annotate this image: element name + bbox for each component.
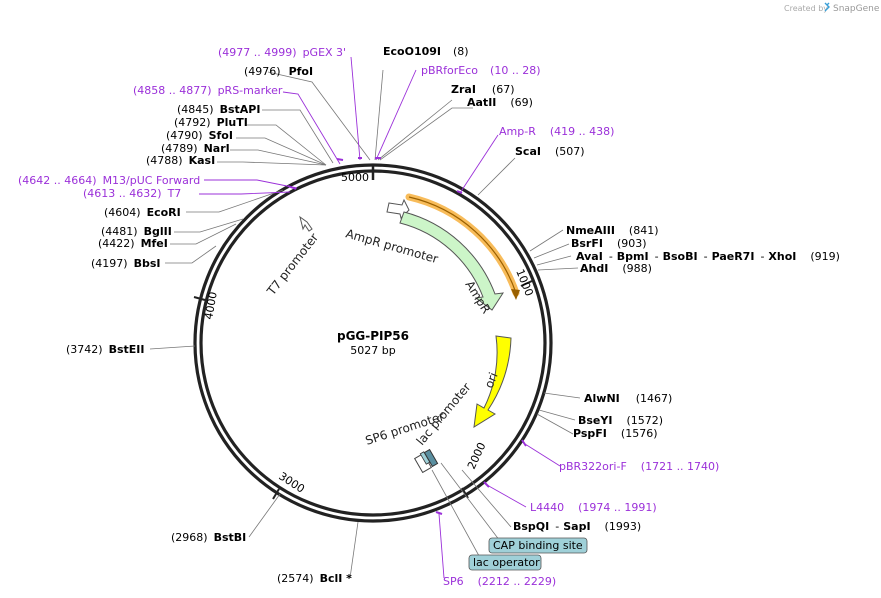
enzyme-bbsi: (4197)BbsI [91,257,160,270]
primer-pgex3: (4977 .. 4999)pGEX 3' [218,46,346,59]
t7-promoter-label: T7 promoter [264,230,322,298]
enzyme-pspfi: PspFI(1576) [573,427,657,440]
tick-label-2000: 2000 [465,440,489,471]
lac-feature-cluster [413,448,439,474]
enzyme-kasi: (4788)KasI [146,154,215,167]
primer-pbr322ori: pBR322ori-F(1721 .. 1740) [559,460,719,473]
enzyme-aatii: AatII(69) [467,96,533,109]
enzyme-bseyi: BseYI(1572) [578,414,663,427]
primer-ampr: Amp-R(419 .. 438) [499,125,614,138]
ori-label: ori [482,370,501,390]
enzyme-ava-group: AvaI-BpmI-BsoBI-PaeR7I-XhoI(919) [576,250,840,263]
tick-label-5000: 5000 [341,171,369,184]
plasmid-name: pGG-PIP56 [337,329,409,343]
created-by-text: Created by [784,4,828,13]
enzyme-bglii: (4481)BglII [101,225,172,238]
snapgene-logo-icon [824,2,830,12]
enzyme-bspqi-sapi: BspQI-SapI(1993) [513,520,641,533]
primer-pbrforeco: pBRforEco(10 .. 28) [421,64,541,77]
primer-leader-lines [199,56,561,579]
enzyme-bcli: (2574)BclI * [277,572,352,585]
enzyme-ecoo109i: EcoO109I(8) [383,45,469,58]
tick-label-4000: 4000 [202,291,220,321]
ampr-highlight-line [408,196,517,294]
primer-t7: (4613 .. 4632)T7 [83,187,181,200]
primer-prsmarker: (4858 .. 4877)pRS-marker [133,84,283,97]
enzyme-mfei: (4422)MfeI [98,237,168,250]
enzyme-bstapi: (4845)BstAPI [177,103,260,116]
enzyme-nmeaiii: NmeAIII(841) [566,224,659,237]
primer-tick-marks [287,157,527,515]
enzyme-pluti: (4792)PluTI [174,116,248,129]
primer-sp6: SP6(2212 .. 2229) [443,575,556,588]
enzyme-bstbi: (2968)BstBI [171,531,246,544]
enzyme-leader-lines [149,69,581,579]
enzyme-pfoi: (4976)PfoI [244,65,313,78]
svg-text:CAP binding site: CAP binding site [493,539,583,552]
enzyme-bsrfi: BsrFI(903) [571,237,647,250]
enzyme-zrai: ZraI(67) [451,83,515,96]
highlight-arrowhead [511,289,520,300]
cap-binding-site-box: CAP binding site [488,537,588,554]
primer-m13puc: (4642 .. 4664)M13/pUC Forward [18,174,200,187]
lac-promoter-label: lac promoter [414,380,474,448]
ori-arrow [473,335,512,428]
enzyme-ecori: (4604)EcoRI [104,206,181,219]
svg-text:lac operator: lac operator [473,556,540,569]
primer-l4440: L4440(1974 .. 1991) [530,501,657,514]
tick-marks [193,280,533,500]
lac-operator-box: lac operator [468,554,542,571]
tick-label-3000: 3000 [276,470,307,496]
enzyme-alwni: AlwNI(1467) [584,392,672,405]
t7-promoter-arrow [299,215,313,232]
ampr-arrow [399,211,505,311]
enzyme-scai: ScaI(507) [515,145,585,158]
enzyme-sfoi: (4790)SfoI [166,129,233,142]
snapgene-brand: SnapGene [833,4,880,14]
enzyme-nari: (4789)NarI [161,142,230,155]
enzyme-ahdi: AhdI(988) [580,262,652,275]
enzyme-bsteii: (3742)BstEII [66,343,144,356]
plasmid-size: 5027 bp [350,344,395,357]
